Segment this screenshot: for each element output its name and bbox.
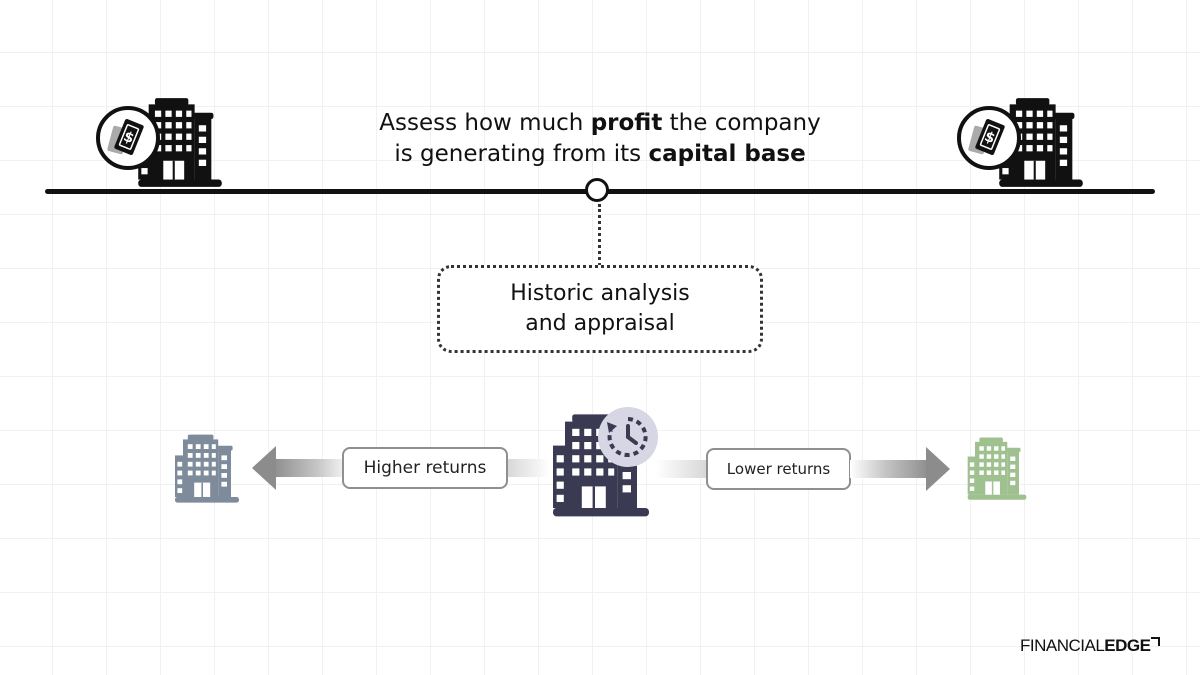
higher-returns-label: Higher returns [342, 447, 508, 489]
logo-corner-icon [1151, 637, 1161, 646]
timeline-node [585, 178, 609, 202]
historic-analysis-line-1: Historic analysis [510, 281, 690, 306]
building-with-money-icon: $ [956, 96, 1096, 192]
headline-text: is generating from its [394, 141, 649, 167]
headline-text: Assess how much [379, 110, 591, 136]
headline: Assess how much profit the company is ge… [300, 108, 900, 170]
logo-part-1: FINANCIAL [1020, 636, 1105, 655]
financial-edge-logo: FINANCIALEDGE [1020, 636, 1161, 656]
arrow-right-icon [850, 447, 950, 491]
arrow-tail [656, 460, 706, 478]
dotted-connector [598, 204, 601, 266]
building-icon [964, 436, 1030, 502]
headline-line-2: is generating from its capital base [300, 139, 900, 170]
headline-bold-capital-base: capital base [648, 141, 806, 167]
arrow-tail [508, 459, 550, 477]
building-with-money-icon: $ [95, 96, 235, 192]
arrow-left-icon [252, 446, 352, 490]
headline-line-1: Assess how much profit the company [300, 108, 900, 139]
historic-analysis-box: Historic analysis and appraisal [437, 265, 763, 353]
historic-analysis-line-2: and appraisal [525, 311, 675, 336]
building-with-clock-icon [553, 406, 663, 518]
headline-text: the company [662, 110, 821, 136]
clock-icon [598, 407, 658, 467]
lower-returns-label: Lower returns [706, 448, 851, 490]
headline-bold-profit: profit [590, 110, 663, 136]
logo-part-2: EDGE [1104, 636, 1151, 655]
building-icon [171, 433, 243, 505]
